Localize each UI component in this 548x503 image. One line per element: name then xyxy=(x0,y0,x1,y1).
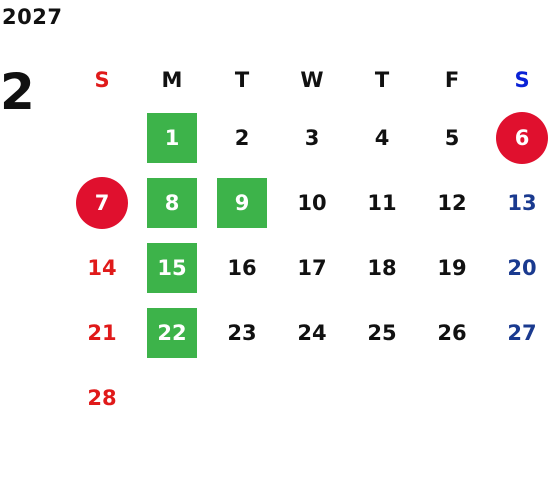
day-number: 4 xyxy=(374,125,390,150)
day-number: 21 xyxy=(87,320,117,345)
day-cell-5[interactable]: 5 xyxy=(417,105,487,170)
holiday-circle-marker xyxy=(76,176,128,229)
day-number: 22 xyxy=(157,320,187,345)
day-cell-1[interactable]: 1 xyxy=(137,105,207,170)
weekday-header-sunday: S xyxy=(94,68,110,92)
day-cell-8[interactable]: 8 xyxy=(137,170,207,235)
day-number: 10 xyxy=(297,190,327,215)
day-cell-12[interactable]: 12 xyxy=(417,170,487,235)
day-cell-20[interactable]: 20 xyxy=(487,235,548,300)
highlight-square-marker xyxy=(217,177,267,228)
day-number: 19 xyxy=(437,255,467,280)
day-number: 11 xyxy=(367,190,397,215)
day-number: 1 xyxy=(164,125,180,150)
year-label: 2027 xyxy=(2,5,63,29)
day-number: 18 xyxy=(367,255,397,280)
month-label: 2 xyxy=(0,63,35,121)
highlight-square-marker xyxy=(147,112,197,163)
day-number: 23 xyxy=(227,320,257,345)
day-cell-6[interactable]: 6 xyxy=(487,105,548,170)
day-number: 9 xyxy=(234,190,250,215)
day-cell-14[interactable]: 14 xyxy=(67,235,137,300)
day-cell-27[interactable]: 27 xyxy=(487,300,548,365)
day-number: 16 xyxy=(227,255,257,280)
day-number: 5 xyxy=(444,125,460,150)
day-number: 20 xyxy=(507,255,537,280)
day-number: 7 xyxy=(94,190,110,215)
day-cell-4[interactable]: 4 xyxy=(347,105,417,170)
day-number: 26 xyxy=(437,320,467,345)
day-number: 24 xyxy=(297,320,327,345)
day-cell-17[interactable]: 17 xyxy=(277,235,347,300)
weekday-header-thursday: T xyxy=(374,68,390,92)
day-number: 15 xyxy=(157,255,187,280)
day-number: 6 xyxy=(514,125,530,150)
day-cell-25[interactable]: 25 xyxy=(347,300,417,365)
day-number: 13 xyxy=(507,190,537,215)
day-cell-13[interactable]: 13 xyxy=(487,170,548,235)
weekday-header-wednesday: W xyxy=(300,68,324,92)
day-cell-18[interactable]: 18 xyxy=(347,235,417,300)
day-cell-7[interactable]: 7 xyxy=(67,170,137,235)
day-number: 17 xyxy=(297,255,327,280)
day-cell-10[interactable]: 10 xyxy=(277,170,347,235)
day-number: 8 xyxy=(164,190,180,215)
weekday-header-monday: M xyxy=(161,68,183,92)
day-number: 12 xyxy=(437,190,467,215)
day-cell-3[interactable]: 3 xyxy=(277,105,347,170)
day-cell-22[interactable]: 22 xyxy=(137,300,207,365)
day-cell-21[interactable]: 21 xyxy=(67,300,137,365)
holiday-circle-marker xyxy=(496,111,548,164)
weekday-header-saturday: S xyxy=(514,68,530,92)
day-cell-16[interactable]: 16 xyxy=(207,235,277,300)
day-number: 27 xyxy=(507,320,537,345)
day-cell-9[interactable]: 9 xyxy=(207,170,277,235)
weekday-header-friday: F xyxy=(444,68,460,92)
day-number: 28 xyxy=(87,385,117,410)
day-number: 25 xyxy=(367,320,397,345)
day-cell-15[interactable]: 15 xyxy=(137,235,207,300)
day-number: 3 xyxy=(304,125,320,150)
highlight-square-marker xyxy=(147,177,197,228)
day-number: 2 xyxy=(234,125,250,150)
day-number: 14 xyxy=(87,255,117,280)
day-cell-24[interactable]: 24 xyxy=(277,300,347,365)
highlight-square-marker xyxy=(147,307,197,358)
day-cell-28[interactable]: 28 xyxy=(67,365,137,430)
highlight-square-marker xyxy=(147,242,197,293)
day-cell-11[interactable]: 11 xyxy=(347,170,417,235)
day-cell-19[interactable]: 19 xyxy=(417,235,487,300)
weekday-header-tuesday: T xyxy=(234,68,250,92)
day-cell-23[interactable]: 23 xyxy=(207,300,277,365)
day-cell-2[interactable]: 2 xyxy=(207,105,277,170)
day-cell-26[interactable]: 26 xyxy=(417,300,487,365)
